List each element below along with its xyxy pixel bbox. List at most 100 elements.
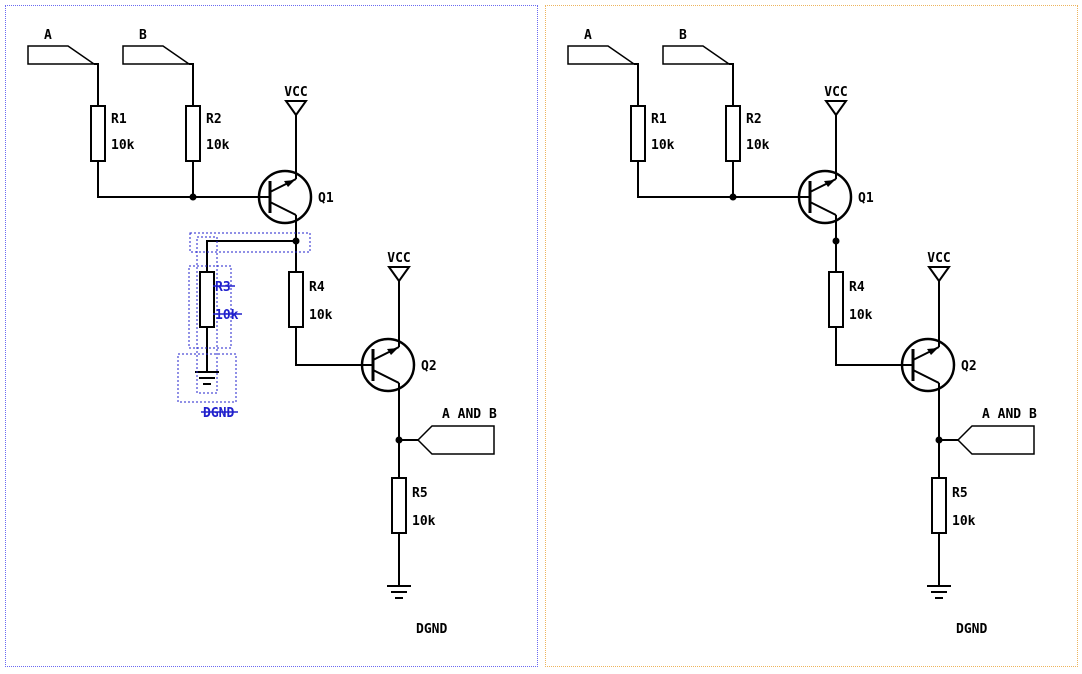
input-port-b[interactable]: B — [662, 28, 734, 106]
transistor-body — [900, 337, 956, 393]
power-port-vcc-q1[interactable]: VCC — [284, 85, 308, 117]
input-port-a[interactable]: A — [27, 28, 99, 106]
transistor-q1[interactable]: Q1 — [797, 169, 874, 225]
vcc-label: VCC — [284, 85, 307, 100]
vcc-symbol — [284, 100, 308, 117]
wire — [729, 63, 734, 106]
wire — [295, 327, 373, 366]
r5-ref-label: R5 — [412, 486, 428, 501]
vcc-label: VCC — [387, 251, 410, 266]
transistor-body — [797, 169, 853, 225]
r4-value-label: 10k — [849, 308, 873, 323]
ground-dgnd[interactable]: DGND — [927, 585, 987, 637]
power-port-vcc-q2[interactable]: VCC — [927, 251, 951, 283]
deleted-branch-shapes[interactable] — [195, 240, 296, 385]
output-port-a-and-b[interactable]: A AND B — [416, 407, 497, 455]
r1-ref-label: R1 — [111, 112, 127, 127]
resistor-r2[interactable]: R2 10k — [185, 105, 230, 162]
emitter-lead — [912, 369, 940, 384]
selection-box-ground — [177, 353, 237, 403]
junction-dot — [395, 436, 403, 444]
resistor-body — [828, 271, 844, 328]
resistor-body — [288, 271, 304, 328]
junction-dot — [729, 193, 737, 201]
port-symbol — [662, 45, 732, 65]
resistor-r1[interactable]: R1 10k — [90, 105, 135, 162]
deleted-dgnd-label: DGND — [203, 406, 234, 421]
emitter-lead — [269, 201, 297, 216]
resistor-r4[interactable]: R4 10k — [288, 271, 333, 328]
emitter-lead — [809, 201, 837, 216]
junction-dot — [189, 193, 197, 201]
port-symbol — [27, 45, 97, 65]
dgnd-label: DGND — [956, 622, 987, 637]
dgnd-label: DGND — [416, 622, 447, 637]
wire — [637, 161, 810, 198]
circuit-graphics: A B R1 10k R2 10k — [567, 28, 1037, 637]
resistor-body — [90, 105, 106, 162]
transistor-q2[interactable]: Q2 — [360, 337, 437, 393]
junction-dot — [832, 237, 840, 245]
wire — [94, 63, 99, 106]
r4-ref-label: R4 — [309, 280, 325, 295]
circuit-graphics: A B R1 10k R2 10k — [27, 28, 497, 637]
selection-box-wire — [189, 232, 311, 253]
resistor-r2[interactable]: R2 10k — [725, 105, 770, 162]
transistor-arrow — [824, 180, 835, 187]
circuit-before: A B R1 10k R2 10k — [27, 28, 497, 637]
port-a-label: A — [44, 28, 52, 43]
q1-ref-label: Q1 — [318, 191, 334, 206]
resistor-body — [630, 105, 646, 162]
input-port-a[interactable]: A — [567, 28, 639, 106]
transistor-q1[interactable]: Q1 — [257, 169, 334, 225]
transistor-arrow — [927, 348, 938, 355]
wire — [189, 63, 194, 106]
input-port-b[interactable]: B — [122, 28, 194, 106]
wire — [835, 327, 913, 366]
resistor-r5[interactable]: R5 10k — [391, 477, 436, 534]
transistor-body — [360, 337, 416, 393]
r2-ref-label: R2 — [206, 112, 222, 127]
power-port-vcc-q2[interactable]: VCC — [387, 251, 411, 283]
r5-value-label: 10k — [412, 514, 436, 529]
r2-value-label: 10k — [746, 138, 770, 153]
vcc-label: VCC — [824, 85, 847, 100]
resistor-r1[interactable]: R1 10k — [630, 105, 675, 162]
r1-value-label: 10k — [111, 138, 135, 153]
port-symbol — [416, 425, 495, 455]
q1-ref-label: Q1 — [858, 191, 874, 206]
vcc-symbol — [387, 266, 411, 283]
output-port-a-and-b[interactable]: A AND B — [956, 407, 1037, 455]
r2-ref-label: R2 — [746, 112, 762, 127]
r5-value-label: 10k — [952, 514, 976, 529]
port-b-label: B — [139, 28, 147, 43]
power-port-vcc-q1[interactable]: VCC — [824, 85, 848, 117]
resistor-body — [725, 105, 741, 162]
transistor-arrow — [284, 180, 295, 187]
port-symbol — [956, 425, 1035, 455]
resistor-body — [185, 105, 201, 162]
deleted-r3-value-label: 10k — [215, 308, 239, 323]
r5-ref-label: R5 — [952, 486, 968, 501]
q2-ref-label: Q2 — [961, 359, 977, 374]
deleted-wire — [206, 240, 296, 272]
port-symbol — [567, 45, 637, 65]
vcc-symbol — [927, 266, 951, 283]
deleted-item-markers: R3 10k DGND — [177, 232, 311, 421]
output-port-label: A AND B — [982, 407, 1037, 422]
port-symbol — [122, 45, 192, 65]
ground-dgnd[interactable]: DGND — [387, 585, 447, 637]
vcc-symbol — [824, 100, 848, 117]
port-b-label: B — [679, 28, 687, 43]
junction-dot — [935, 436, 943, 444]
wire — [634, 63, 639, 106]
r1-value-label: 10k — [651, 138, 675, 153]
resistor-r4[interactable]: R4 10k — [828, 271, 873, 328]
r4-value-label: 10k — [309, 308, 333, 323]
resistor-r5[interactable]: R5 10k — [931, 477, 976, 534]
output-port-label: A AND B — [442, 407, 497, 422]
transistor-arrow — [387, 348, 398, 355]
deleted-resistor-r3-body — [199, 271, 215, 328]
transistor-q2[interactable]: Q2 — [900, 337, 977, 393]
